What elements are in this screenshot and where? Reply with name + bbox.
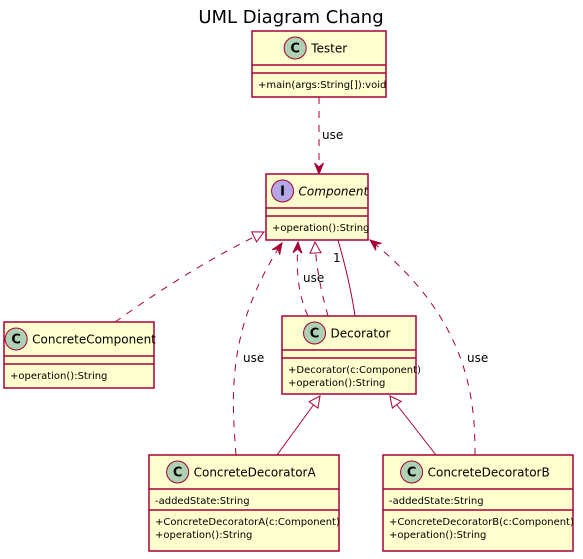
- class-method: +main(args:String[]):void: [258, 80, 386, 91]
- edge-concretedecoratorb-uses-component: use: [368, 239, 488, 456]
- class-field: -addedState:String: [155, 496, 250, 507]
- class-name: Component: [299, 185, 370, 199]
- class-name: ConcreteComponent: [32, 333, 156, 347]
- hollow-arrowhead: [308, 395, 321, 410]
- class-badge-icon: [400, 460, 424, 484]
- class-box-frame: [251, 30, 387, 98]
- edges-layer: use use 1 use use: [114, 97, 488, 456]
- edge-line: [276, 395, 321, 456]
- badge-letter: C: [11, 333, 21, 348]
- edge-label: use: [467, 351, 488, 365]
- edge-label: 1: [333, 251, 341, 265]
- class-box-frame: [3, 321, 155, 389]
- solid-arrowhead: [314, 162, 324, 176]
- class-field: -addedState:String: [389, 496, 484, 507]
- badge-letter: C: [290, 42, 300, 57]
- edge-line: [337, 239, 356, 317]
- edge-decorator-association-component: 1: [333, 239, 356, 317]
- edge-label: use: [243, 351, 264, 365]
- edge-line: [369, 239, 476, 456]
- hollow-arrowhead: [309, 240, 322, 254]
- edge-decorator-realizes-component: [309, 240, 329, 317]
- class-method: +operation():String: [10, 371, 107, 382]
- edge-concretedecoratora-extends-decorator: [276, 395, 321, 456]
- diagram-title: UML Diagram Chang: [198, 7, 383, 28]
- class-box-frame: [265, 173, 369, 241]
- interface-badge-icon: [271, 179, 295, 203]
- class-name: ConcreteDecoratorA: [194, 466, 317, 480]
- class-method: +ConcreteDecoratorB(c:Component): [389, 517, 574, 528]
- class-name: Decorator: [331, 327, 391, 341]
- class-box-tester[interactable]: C Tester +main(args:String[]):void: [251, 30, 387, 98]
- solid-arrowhead: [292, 240, 303, 254]
- class-method: +Decorator(c:Component): [288, 365, 421, 376]
- class-method: +operation():String: [288, 378, 385, 389]
- edge-line: [296, 241, 309, 317]
- class-method: +operation():String: [389, 530, 486, 541]
- edge-tester-uses-component: use: [314, 97, 343, 176]
- class-name: ConcreteDecoratorB: [428, 466, 550, 480]
- badge-letter: I: [280, 185, 285, 200]
- class-box-concretedecoratora[interactable]: C ConcreteDecoratorA -addedState:String +Co…: [148, 454, 340, 552]
- class-name: Tester: [310, 42, 347, 56]
- class-badge-icon: [283, 36, 307, 60]
- class-method: +operation():String: [272, 223, 369, 234]
- solid-arrowhead: [368, 239, 382, 251]
- solid-arrowhead: [271, 241, 283, 255]
- class-method: +operation():String: [155, 530, 252, 541]
- badge-letter: C: [310, 327, 320, 342]
- class-badge-icon: [303, 321, 327, 345]
- class-box-component[interactable]: I Component +operation():String: [265, 173, 370, 241]
- class-box-concretedecoratorb[interactable]: C ConcreteDecoratorB -addedState:String +Co…: [382, 454, 574, 552]
- edge-line: [389, 395, 437, 456]
- hollow-arrowhead: [389, 395, 403, 409]
- badge-letter: C: [173, 466, 183, 481]
- class-box-decorator[interactable]: C Decorator +Decorator(c:Component) +operat…: [281, 315, 421, 395]
- badge-letter: C: [407, 466, 417, 481]
- hollow-arrowhead: [250, 231, 266, 243]
- class-method: +ConcreteDecoratorA(c:Component): [155, 517, 340, 528]
- edge-concretedecoratora-uses-component: use: [232, 241, 283, 456]
- edge-line: [314, 241, 329, 317]
- class-badge-icon: [166, 460, 190, 484]
- class-box-concretecomponent[interactable]: C ConcreteComponent +operation():String: [3, 321, 156, 389]
- edge-label: use: [303, 271, 324, 285]
- edge-line: [232, 242, 283, 456]
- edge-concretedecoratorb-extends-decorator: [389, 395, 437, 456]
- edge-line: [114, 231, 265, 323]
- edge-concretecomponent-realizes-component: [114, 231, 266, 323]
- edge-label: use: [322, 128, 343, 142]
- class-badge-icon: [4, 327, 28, 351]
